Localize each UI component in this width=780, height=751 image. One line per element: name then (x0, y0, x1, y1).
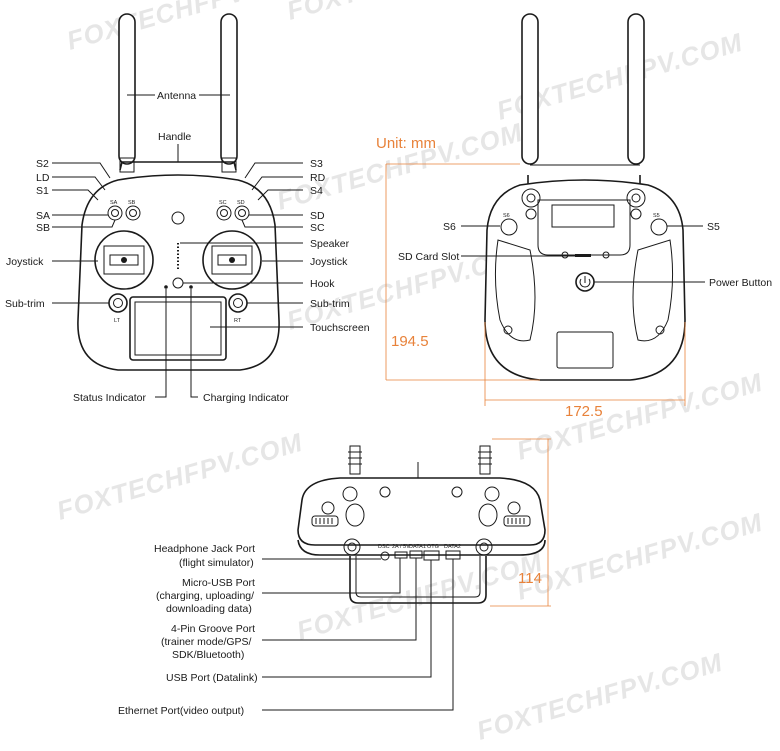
antenna-back-left (521, 13, 539, 165)
label-joystick-left: Joystick (6, 256, 44, 268)
mark-data1: DATA1 (409, 544, 426, 550)
label-charging-indicator: Charging Indicator (203, 392, 289, 404)
charging-led (189, 285, 193, 289)
bottom-view: DSC 2A / 5V DATA1 OTG DATA2 114 Headphon… (118, 438, 551, 717)
switch-sc (216, 205, 232, 221)
mark-lt: LT (114, 318, 121, 324)
label-ld: LD (36, 172, 50, 184)
label-groove-2: (trainer mode/GPS/ (161, 636, 252, 648)
watermark: FOXTECHFPV.COM (293, 547, 546, 646)
label-s3: S3 (310, 158, 323, 170)
watermark: FOXTECHFPV.COM (473, 647, 726, 746)
button-s6 (500, 218, 518, 236)
label-s5: S5 (707, 221, 720, 233)
mark-dsc: DSC (378, 544, 390, 550)
dimension-height: 194.5 (391, 333, 429, 350)
switch-sb (125, 205, 141, 221)
touchscreen (129, 296, 227, 361)
label-micro-usb-2: (charging, uploading/ (156, 590, 254, 602)
label-hook: Hook (310, 278, 335, 290)
status-led (164, 285, 168, 289)
antenna-right (220, 13, 238, 165)
stick-left (349, 445, 361, 475)
mark-micro: 2A / 5V (392, 544, 410, 550)
controller-body-bottom (297, 477, 546, 546)
joystick-left (94, 230, 154, 290)
label-groove-3: SDK/Bluetooth) (172, 649, 244, 661)
watermark: FOXTECHFPV.COM (283, 0, 536, 26)
label-sd-card-slot: SD Card Slot (398, 251, 459, 263)
dimension-depth: 114 (518, 570, 542, 587)
controller-body-front (77, 174, 280, 371)
dimension-width: 172.5 (565, 403, 603, 420)
center-button (171, 211, 185, 225)
mark-sc: SC (219, 200, 227, 206)
mark-sd: SD (237, 200, 245, 206)
label-status-indicator: Status Indicator (73, 392, 146, 404)
label-subtrim-right: Sub-trim (310, 298, 350, 310)
label-rd: RD (310, 172, 326, 184)
label-s6: S6 (443, 221, 456, 233)
label-joystick-right: Joystick (310, 256, 348, 268)
port-headphone (380, 551, 390, 561)
watermarks: FOXTECHFPV.COM FOXTECHFPV.COM FOXTECHFPV… (53, 0, 766, 746)
label-sc: SC (310, 222, 325, 234)
bottom-handle (349, 556, 487, 604)
button-s5 (650, 218, 668, 236)
label-headphone-2: (flight simulator) (179, 557, 254, 569)
handle-shape (119, 161, 237, 171)
sd-card-slot (575, 254, 591, 257)
watermark: FOXTECHFPV.COM (513, 367, 766, 466)
label-handle: Handle (158, 131, 191, 143)
label-ethernet: Ethernet Port(video output) (118, 705, 244, 717)
label-antenna: Antenna (157, 90, 196, 102)
watermark: FOXTECHFPV.COM (53, 427, 306, 526)
front-view: SA SB SC SD LT RT (5, 13, 370, 404)
label-groove-1: 4-Pin Groove Port (171, 623, 255, 635)
label-speaker: Speaker (310, 238, 350, 250)
stick-right (479, 445, 491, 475)
antenna-right-base (221, 157, 237, 173)
label-micro-usb-1: Micro-USB Port (182, 577, 255, 589)
label-micro-usb-3: downloading data) (166, 603, 252, 615)
mark-data2: DATA2 (444, 544, 461, 550)
watermark: FOXTECHFPV.COM (513, 507, 766, 606)
label-sa: SA (36, 210, 50, 222)
label-s4: S4 (310, 185, 323, 197)
mark-s5: S5 (653, 213, 660, 219)
label-sb: SB (36, 222, 50, 234)
antenna-left (118, 13, 136, 165)
joystick-right (202, 230, 262, 290)
watermark: FOXTECHFPV.COM (63, 0, 316, 56)
unit-label: Unit: mm (376, 135, 436, 152)
label-touchscreen: Touchscreen (310, 322, 370, 334)
label-power-button: Power Button (709, 277, 772, 289)
label-subtrim-left: Sub-trim (5, 298, 45, 310)
mark-sb: SB (128, 200, 136, 206)
mark-rt: RT (234, 318, 242, 324)
label-s1: S1 (36, 185, 49, 197)
antenna-left-base (119, 157, 135, 173)
label-s2: S2 (36, 158, 49, 170)
label-headphone-1: Headphone Jack Port (154, 543, 255, 555)
antenna-back-right (627, 13, 645, 165)
mark-sa: SA (110, 200, 118, 206)
label-sd: SD (310, 210, 325, 222)
mark-otg: OTG (427, 544, 439, 550)
mark-s6: S6 (503, 213, 510, 219)
port-micro-usb (394, 551, 408, 559)
back-view: S6 S5 Unit: mm 194.5 172.5 S6 S5 SD Car (376, 13, 772, 420)
label-usb-datalink: USB Port (Datalink) (166, 672, 258, 684)
